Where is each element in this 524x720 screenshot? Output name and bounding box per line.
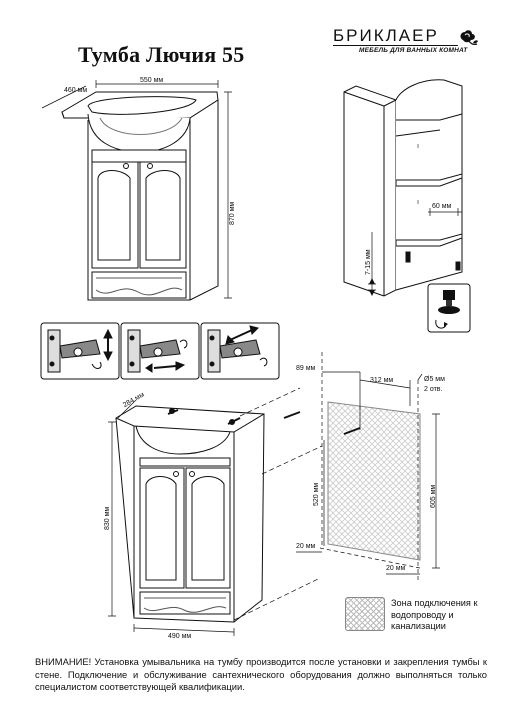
page-title: Тумба Лючия 55 [78,42,245,67]
right-margin-dim: 20 мм [386,565,406,572]
top-cabinet-drawing [41,80,232,301]
bottom-width-dim: 490 мм [168,633,192,640]
back-offset-dim: 60 мм [432,203,452,210]
top-height-dim: 870 мм [229,201,236,225]
zone-height-dim: 605 мм [430,484,437,508]
brand-divider [333,45,458,46]
rose-icon [460,30,478,45]
brand-logo: БРИКЛАЕР МЕБЕЛЬ ДЛЯ ВАННЫХ КОМНАТ [333,26,485,62]
warning-notice: ВНИМАНИЕ! Установка умывальника на тумбу… [35,656,487,692]
brand-name: БРИКЛАЕР [333,26,439,45]
adjustable-foot-detail [427,283,471,333]
brand-tagline: МЕБЕЛЬ ДЛЯ ВАННЫХ КОМНАТ [359,47,468,54]
hole-diameter-dim: Ø5 мм [424,376,445,383]
connection-zone-swatch [345,597,385,631]
left-margin-dim: 20 мм [296,543,316,550]
wall-connection-zone [233,352,440,621]
bottom-height-dim: 830 мм [104,506,111,530]
connection-zone-label: Зона подключения к водопроводу и канализ… [391,598,478,631]
hole-height-dim: 520 мм [313,482,320,506]
hole-count-dim: 2 отв. [424,386,443,393]
shelf-unit-drawing [343,79,463,297]
hinge-adjust-panels [40,322,280,380]
bottom-cabinet-drawing [108,399,265,636]
leg-adjust-dim: 7-15 мм [365,249,372,275]
top-depth-dim: 460 мм [64,87,88,94]
top-width-dim: 550 мм [140,77,164,84]
wall-left-offset-dim: 89 мм [296,365,316,372]
hole-spacing-dim: 312 мм [370,377,394,384]
